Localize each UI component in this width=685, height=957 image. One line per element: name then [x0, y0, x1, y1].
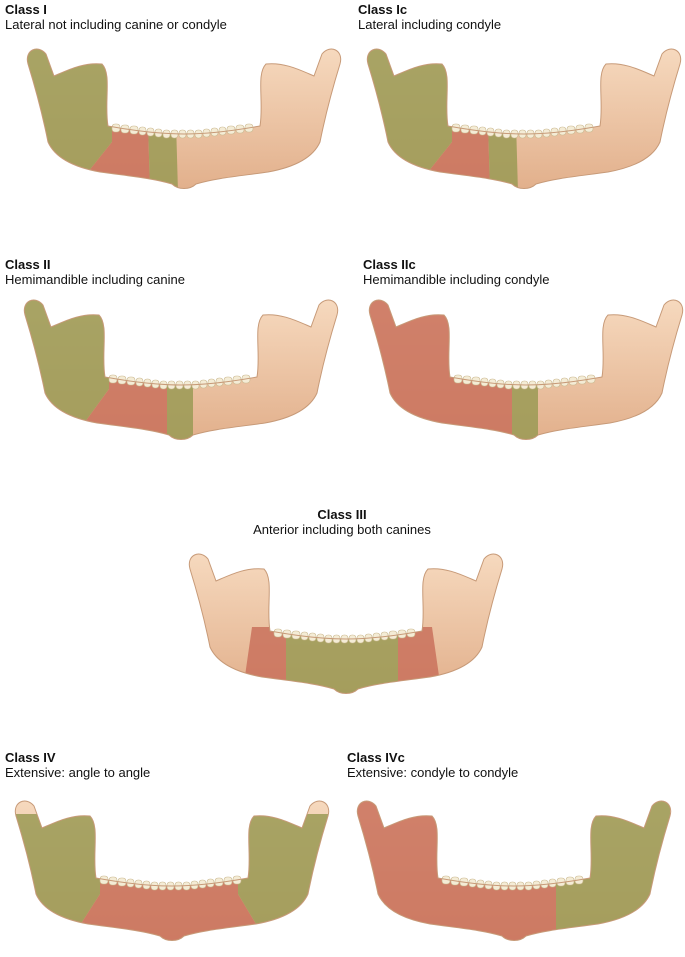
panel-title: Class IVc	[347, 750, 405, 765]
resection-body-zone	[60, 122, 150, 189]
panel-class-2: Class II Hemimandible including canine	[5, 257, 339, 457]
panel-title: Class IIc	[363, 257, 416, 272]
panel-class-3: Class III Anterior including both canine…	[182, 507, 504, 707]
mandible-illustration	[188, 553, 504, 694]
mandible-illustration	[368, 299, 684, 440]
panel-class-4c: Class IVc Extensive: condyle to condyle	[347, 750, 677, 955]
panel-subtitle: Extensive: condyle to condyle	[347, 765, 519, 780]
canine-zone	[167, 373, 193, 440]
mandible-illustration	[23, 299, 339, 440]
panel-subtitle: Extensive: angle to angle	[5, 765, 151, 780]
resection-body-zone	[400, 122, 490, 189]
panel-class-1c: Class Ic Lateral including condyle	[358, 2, 685, 202]
panel-subtitle: Lateral including condyle	[358, 17, 502, 32]
mandible-illustration	[26, 48, 342, 189]
canine-zone	[512, 373, 538, 440]
resection-anterior-zone	[286, 627, 398, 694]
canine-zone	[148, 122, 178, 189]
panel-subtitle: Lateral not including canine or condyle	[5, 17, 227, 32]
panel-class-1: Class I Lateral not including canine or …	[5, 2, 342, 202]
panel-title: Class I	[5, 2, 47, 17]
mandible-illustration	[356, 800, 672, 941]
canine-zone	[488, 122, 518, 189]
panel-class-2c: Class IIc Hemimandible including condyle	[363, 257, 684, 457]
panel-title: Class Ic	[358, 2, 408, 17]
panel-title: Class II	[5, 257, 51, 272]
resection-left-zone	[357, 801, 556, 941]
panel-subtitle: Hemimandible including condyle	[363, 272, 550, 287]
panel-title: Class III	[317, 507, 367, 522]
panel-title: Class IV	[5, 750, 56, 765]
resection-body-zone	[68, 874, 268, 941]
mandible-illustration	[14, 800, 330, 941]
panel-subtitle: Anterior including both canines	[253, 522, 431, 537]
resection-left-angle-zone	[15, 814, 100, 941]
panel-subtitle: Hemimandible including canine	[5, 272, 185, 287]
panel-class-4: Class IV Extensive: angle to angle	[5, 750, 335, 955]
mandible-illustration	[366, 48, 682, 189]
